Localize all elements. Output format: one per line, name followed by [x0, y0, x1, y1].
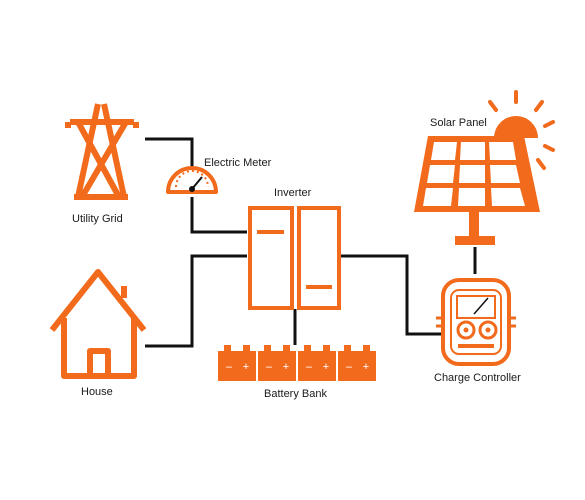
wire-house-to-inverter	[145, 254, 247, 348]
svg-text:+: +	[243, 361, 249, 373]
wire-inverter-to-controller	[340, 254, 443, 336]
svg-text:–: –	[226, 361, 233, 373]
svg-text:+: +	[363, 361, 369, 373]
wire-grid-to-meter	[145, 137, 194, 168]
charge-controller-label: Charge Controller	[434, 372, 521, 384]
svg-text:–: –	[346, 361, 353, 373]
svg-text:–: –	[306, 361, 313, 373]
battery-icon: – +	[218, 345, 256, 381]
inverter-label: Inverter	[274, 187, 312, 199]
house-label: House	[81, 386, 113, 398]
battery-icon: – +	[258, 345, 296, 381]
inverter-icon	[248, 206, 341, 310]
svg-text:–: –	[266, 361, 273, 373]
solar-panel-label: Solar Panel	[430, 117, 487, 129]
utility-grid-label: Utility Grid	[72, 213, 123, 225]
battery-bank-group: – + – + – + – +	[218, 345, 376, 381]
connection-wires	[145, 137, 477, 348]
transmission-tower-icon	[65, 103, 139, 200]
meter-gauge-icon	[166, 166, 218, 194]
svg-text:+: +	[323, 361, 329, 373]
charge-controller-icon	[436, 278, 516, 366]
wire-meter-to-inverter	[190, 197, 247, 234]
svg-text:+: +	[283, 361, 289, 373]
battery-icon: – +	[338, 345, 376, 381]
battery-bank-label: Battery Bank	[264, 388, 327, 400]
electric-meter-label: Electric Meter	[204, 157, 272, 169]
house-icon	[49, 269, 147, 379]
sun-icon	[488, 90, 555, 170]
solar-panel-icon	[414, 136, 540, 245]
battery-icon: – +	[298, 345, 336, 381]
